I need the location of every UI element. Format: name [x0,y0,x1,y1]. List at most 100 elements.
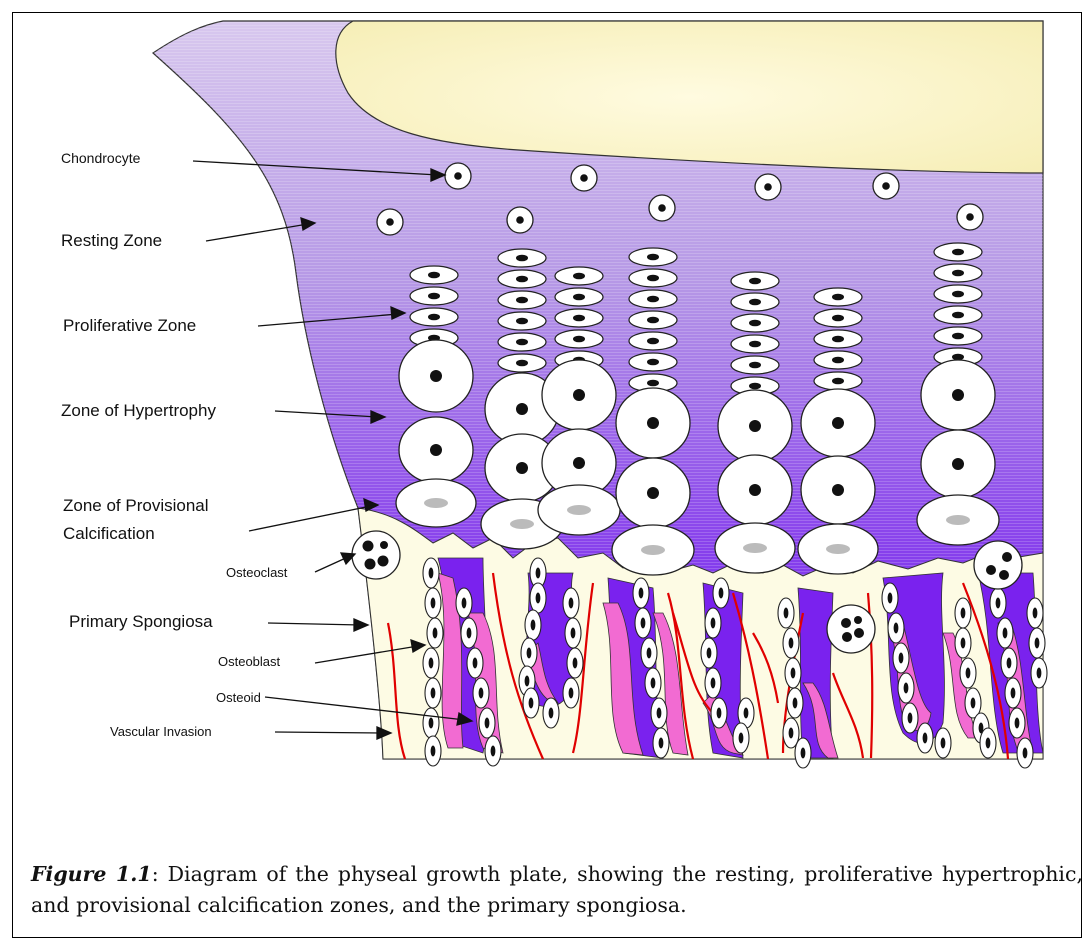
proliferative-cell [498,270,546,288]
osteoblast-cell [1029,628,1045,658]
calcifying-cell [917,495,999,545]
proliferative-cell [629,311,677,329]
proliferative-cell [814,330,862,348]
osteoblast-cell [701,638,717,668]
chondrocyte-cell [377,209,403,235]
osteoblast-cell [785,658,801,688]
proliferative-cell [410,308,458,326]
label-primary-spongiosa: Primary Spongiosa [69,612,213,631]
proliferative-cell [814,351,862,369]
osteoblast-cell [653,728,669,758]
label-osteoid: Osteoid [216,690,261,705]
label-calcification: Calcification [63,524,155,543]
osteoblast-cell [711,698,727,728]
osteoblast-cell [1027,598,1043,628]
label-osteoblast: Osteoblast [218,654,281,669]
proliferative-cell [731,314,779,332]
osteoblast-cell [641,638,657,668]
proliferative-cell [629,290,677,308]
proliferative-cell [814,372,862,390]
label-osteoclast: Osteoclast [226,565,288,580]
proliferative-cell [814,288,862,306]
osteoblast-cell [997,618,1013,648]
osteoblast-cell [705,668,721,698]
label-zone-provisional: Zone of Provisional [63,496,209,515]
osteoclast-cell [827,605,875,653]
osteoblast-cell [427,618,443,648]
proliferative-cell [498,312,546,330]
osteoblast-cell [461,618,477,648]
osteoblast-cell [1017,738,1033,768]
osteoblast-cell [425,678,441,708]
proliferative-cell [555,330,603,348]
proliferative-cell [629,248,677,266]
hypertrophic-cell [718,455,792,525]
proliferative-cell [629,353,677,371]
chondrocyte-cell [755,174,781,200]
osteoblast-cell [485,736,501,766]
hypertrophic-cell [801,389,875,457]
osteoblast-cell [778,598,794,628]
osteoblast-cell [521,638,537,668]
hypertrophic-cell [921,430,995,498]
figure-reference: Figure 1.1 [31,862,152,886]
label-resting-zone: Resting Zone [61,231,162,250]
osteoblast-cell [795,738,811,768]
osteoblast-cell [525,610,541,640]
osteoblast-cell [705,608,721,638]
chondrocyte-cell [507,207,533,233]
osteoclast-cell [352,531,400,579]
proliferative-cell [555,267,603,285]
label-proliferative-zone: Proliferative Zone [63,316,196,335]
hypertrophic-cell [921,360,995,430]
osteoblast-cell [990,588,1006,618]
osteoblast-cell [467,648,483,678]
osteoblast-cell [565,618,581,648]
proliferative-cell [934,285,982,303]
hypertrophic-cell [542,360,616,430]
proliferative-cell [410,287,458,305]
proliferative-cell [934,327,982,345]
proliferative-cell [731,335,779,353]
chondrocyte-cell [649,195,675,221]
figure-caption: Figure 1.1: Diagram of the physeal growt… [31,859,1083,921]
osteoblast-cell [423,558,439,588]
label-vascular-invasion: Vascular Invasion [110,724,212,739]
osteoblast-cell [633,578,649,608]
osteoblast-cell [563,588,579,618]
calcifying-cell [396,479,476,527]
chondrocyte-cell [571,165,597,191]
proliferative-cell [934,264,982,282]
osteoblast-cell [479,708,495,738]
calcifying-cell [538,485,620,535]
label-zone-hypertrophy: Zone of Hypertrophy [61,401,216,420]
proliferative-cell [731,293,779,311]
hypertrophic-cell [399,340,473,412]
osteoblast-cell [543,698,559,728]
growth-plate-diagram: Chondrocyte Resting Zone Proliferative Z… [13,13,1081,843]
osteoblast-cell [882,583,898,613]
osteoblast-cell [423,708,439,738]
osteoblast-cell [888,613,904,643]
hypertrophic-cell [718,390,792,462]
proliferative-cell [629,269,677,287]
hypertrophic-cell [801,456,875,524]
osteoblast-cell [787,688,803,718]
proliferative-cell [498,291,546,309]
chondrocyte-cell [873,173,899,199]
proliferative-cell [934,306,982,324]
osteoblast-cell [917,723,933,753]
hypertrophic-cell [399,417,473,483]
osteoblast-cell [651,698,667,728]
chondrocyte-cell [445,163,471,189]
hypertrophic-cell [616,458,690,528]
proliferative-cell [498,249,546,267]
osteoblast-cell [713,578,729,608]
proliferative-cell [814,309,862,327]
osteoblast-cell [530,583,546,613]
caption-text: : Diagram of the physeal growth plate, s… [31,862,1083,917]
osteoblast-cell [1001,648,1017,678]
osteoblast-cell [473,678,489,708]
osteoblast-cell [425,588,441,618]
osteoblast-cell [425,736,441,766]
